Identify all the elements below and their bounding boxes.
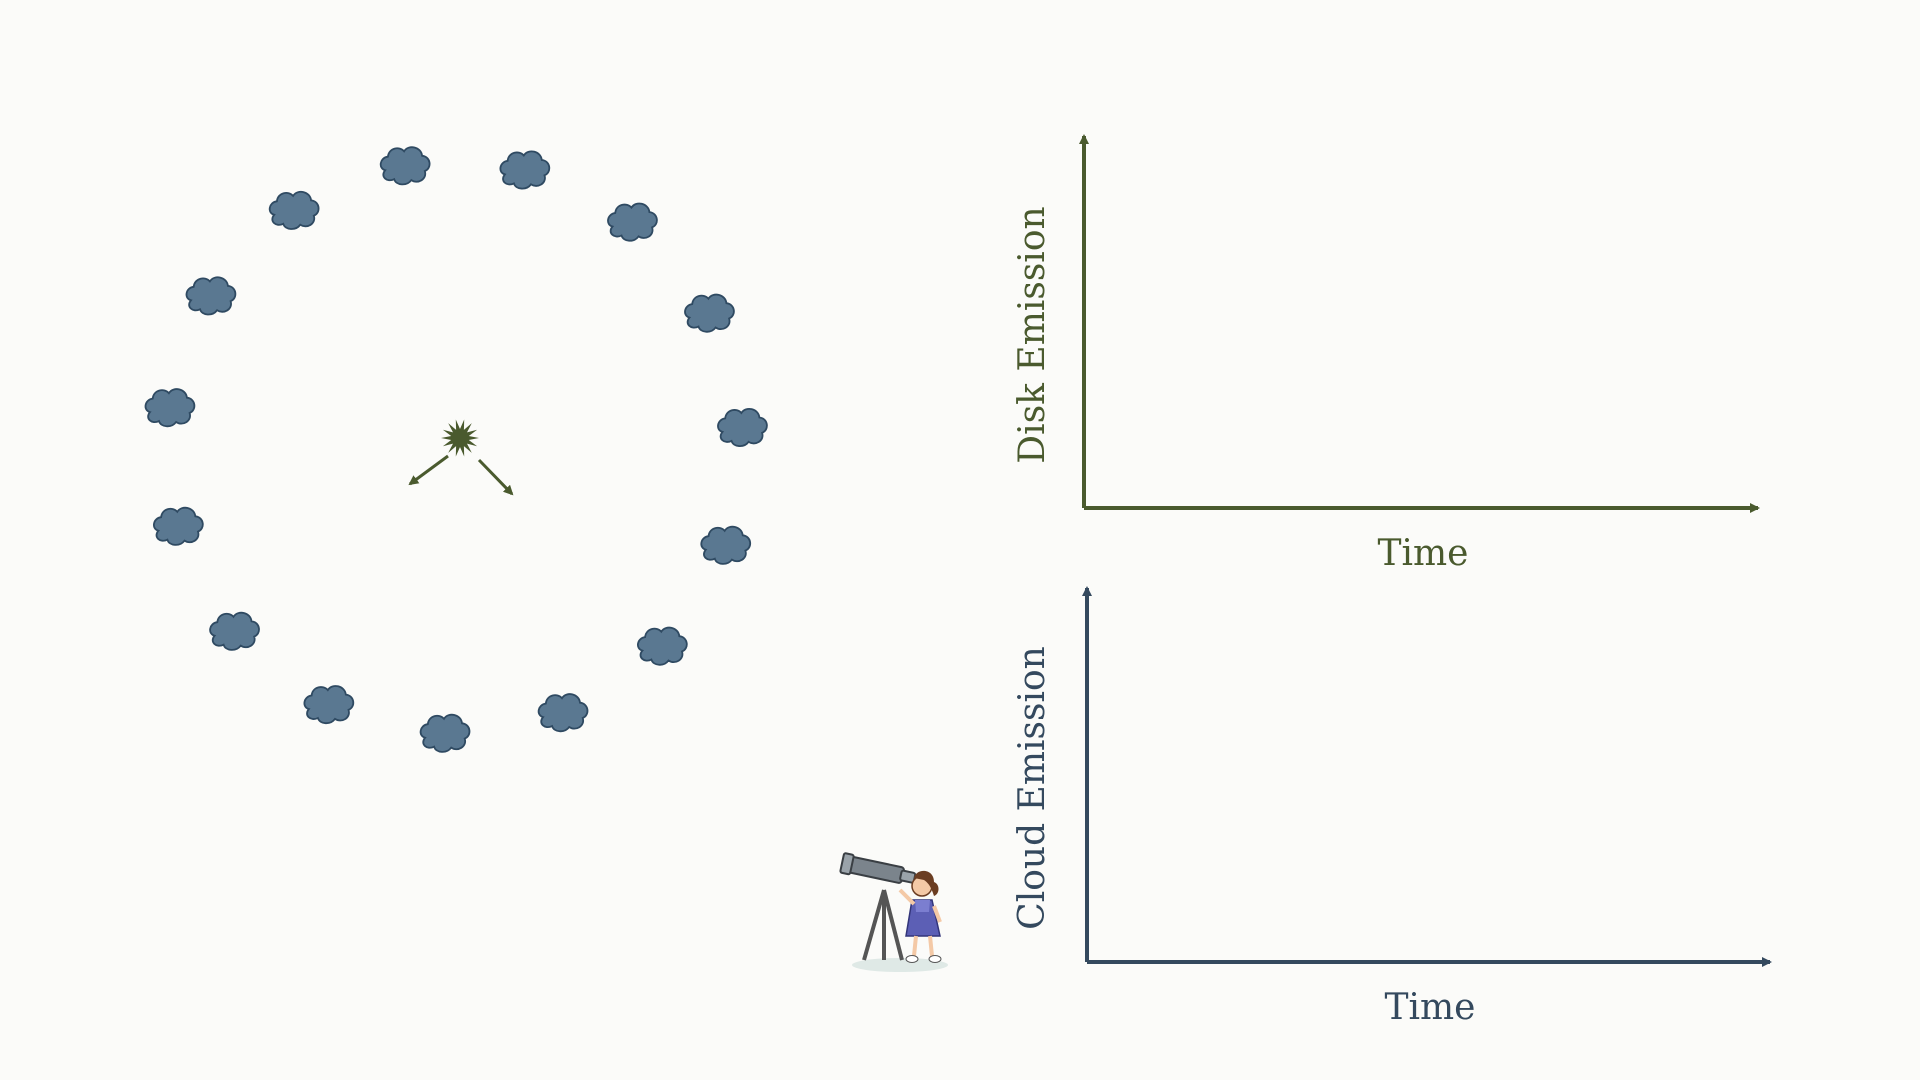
cloud-icon bbox=[607, 202, 658, 242]
cloud-icon bbox=[303, 685, 355, 725]
cloud-icon bbox=[636, 626, 688, 666]
cloud-icon bbox=[537, 693, 589, 733]
disk-xlabel: Time bbox=[1378, 533, 1469, 574]
cloud-icon bbox=[152, 506, 204, 546]
disk-ylabel: Disk Emission bbox=[1012, 206, 1053, 463]
cloud-xlabel: Time bbox=[1385, 987, 1476, 1028]
cloud-emission-plot: Cloud Emission Time bbox=[1012, 586, 1772, 1028]
cloud-icon bbox=[268, 190, 320, 230]
emission-arrow-right bbox=[477, 458, 514, 496]
cloud-icon bbox=[684, 293, 735, 333]
cloud-icon bbox=[717, 407, 768, 447]
cloud-icon bbox=[700, 525, 752, 565]
flare-star-burst-icon bbox=[408, 419, 514, 496]
cloud-icon bbox=[419, 713, 471, 753]
cloud-icon bbox=[209, 611, 260, 651]
emission-arrow-left bbox=[408, 454, 449, 486]
cloud-icon bbox=[379, 146, 431, 186]
cloud-icon bbox=[499, 150, 551, 190]
cloud-ylabel: Cloud Emission bbox=[1012, 646, 1053, 930]
girl-with-telescope-icon bbox=[839, 852, 948, 972]
cloud-icon bbox=[185, 276, 237, 316]
cloud-icon bbox=[144, 388, 196, 428]
disk-emission-plot: Disk Emission Time bbox=[1012, 134, 1760, 574]
